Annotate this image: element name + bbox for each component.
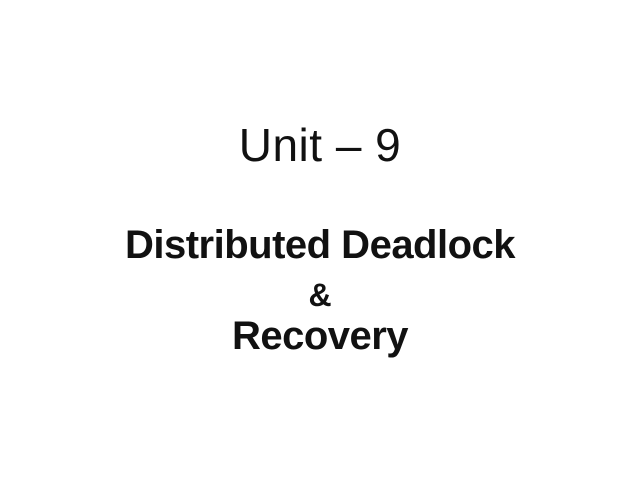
- slide-subtitle-line-1: Distributed Deadlock: [124, 223, 516, 267]
- slide-subtitle-line-3: Recovery: [231, 314, 409, 358]
- slide-unit-title: Unit – 9: [238, 119, 402, 171]
- slide-subtitle-ampersand: &: [308, 277, 332, 313]
